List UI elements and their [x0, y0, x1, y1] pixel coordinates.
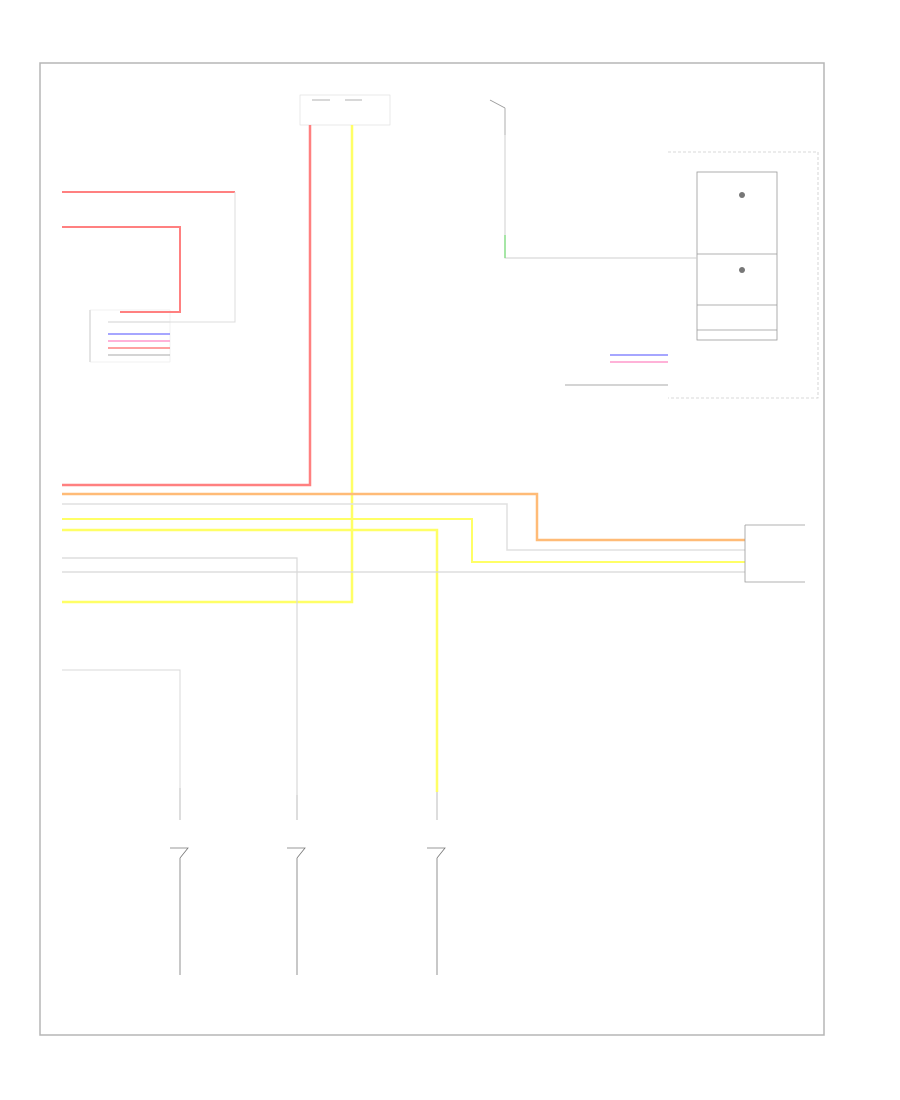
top-right-fuse: [489, 99, 506, 135]
combination-meter: [668, 151, 819, 399]
right-lower-unit: [744, 524, 805, 583]
wire-gray-switch-feed: [62, 669, 181, 788]
wire-red-left-second: [62, 226, 181, 313]
switch-group-2: [287, 795, 306, 975]
wire-gray-right-top: [504, 135, 697, 259]
switch-group-3: [427, 792, 446, 975]
wire-yellow-bus-2: [62, 528, 439, 792]
wire-white-bus: [62, 503, 745, 551]
switch-group-1: [170, 788, 189, 975]
wire-gray-left-top: [120, 192, 236, 323]
wire-orange-bus: [62, 492, 745, 542]
wire-red-main: [62, 125, 312, 487]
top-fuse-block: [299, 94, 391, 126]
left-control-unit: [89, 309, 171, 363]
wire-gray-bus-1: [62, 557, 298, 795]
wire-yellow-bus-1: [62, 518, 745, 563]
diagram-frame: [39, 62, 825, 1036]
wire-yellow-main: [62, 125, 354, 604]
